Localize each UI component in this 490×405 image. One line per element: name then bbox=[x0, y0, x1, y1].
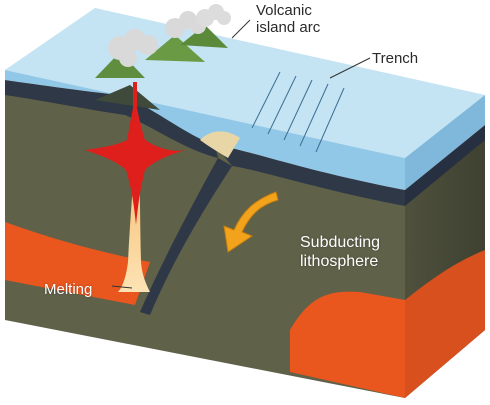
ash-cloud-2 bbox=[165, 11, 206, 38]
volcano-2 bbox=[145, 35, 205, 62]
subduction-arrow bbox=[223, 191, 279, 253]
ocean-water-side bbox=[405, 95, 485, 190]
label-volcanic-line2: island arc bbox=[256, 19, 321, 36]
oceanic-plate bbox=[215, 145, 405, 206]
asthenosphere-left bbox=[5, 222, 150, 305]
label-volcanic-line1: Volcanic bbox=[256, 2, 312, 19]
label-trench: Trench bbox=[372, 50, 419, 67]
label-melting: Melting bbox=[44, 281, 93, 298]
ash-cloud-3 bbox=[196, 4, 231, 27]
subducting-slab bbox=[140, 158, 232, 315]
trench-lines bbox=[251, 71, 345, 153]
oceanic-plate-side bbox=[405, 125, 485, 206]
label-subducting-line1: Subducting bbox=[300, 234, 381, 251]
accretionary-wedge bbox=[200, 131, 240, 158]
label-subducting-line2: lithosphere bbox=[300, 253, 379, 270]
asthenosphere-side bbox=[405, 250, 485, 398]
volcano-3 bbox=[180, 25, 228, 48]
ash-cloud-1 bbox=[108, 29, 158, 67]
leader-lines bbox=[111, 19, 371, 289]
asthenosphere-right bbox=[290, 291, 405, 398]
magma-conduit bbox=[133, 82, 137, 112]
magma-chamber bbox=[85, 100, 185, 225]
overriding-plate bbox=[5, 80, 218, 158]
volcano-1 bbox=[95, 52, 145, 78]
label-volcanic-island-arc: Volcanic island arc bbox=[256, 2, 320, 36]
volcano-cone-front bbox=[95, 85, 160, 110]
label-subducting-lithosphere: Subducting lithosphere bbox=[300, 233, 380, 271]
ocean-water-front bbox=[5, 70, 405, 190]
